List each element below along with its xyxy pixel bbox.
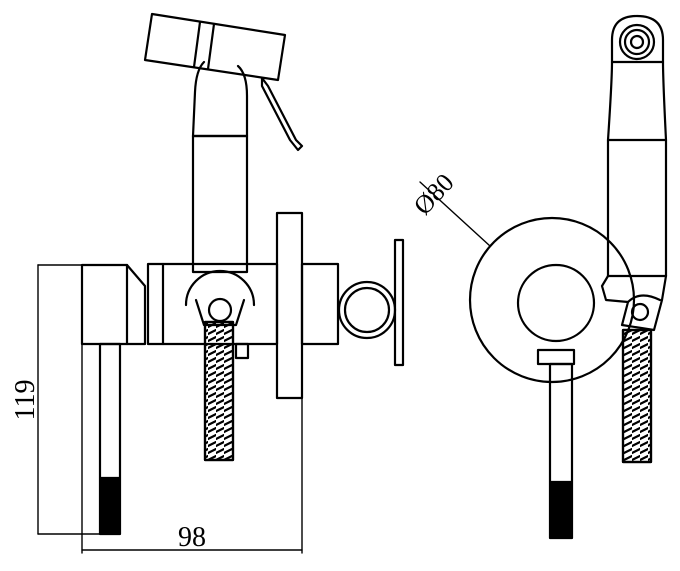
sprayer-handle: [191, 60, 249, 274]
front-lever: [536, 348, 576, 540]
nozzle: [618, 23, 656, 61]
width-dimension: [81, 343, 303, 554]
knob: [516, 263, 596, 343]
front-holder: [600, 274, 668, 332]
width-label: 98: [178, 522, 206, 553]
front-view: [419, 14, 668, 540]
side-ring: [337, 238, 405, 367]
diameter-leader: [419, 181, 491, 247]
front-sprayer-head: [610, 14, 665, 64]
hose: [203, 320, 250, 462]
height-dimension: [37, 264, 101, 535]
side-view: [37, 12, 405, 554]
diameter-label: Ø80: [408, 168, 460, 221]
front-hose: [621, 328, 653, 464]
wall-plate: [275, 211, 340, 400]
rosette: [468, 216, 636, 384]
sprayer-head: [143, 12, 304, 152]
front-handle: [606, 60, 668, 278]
height-label: 119: [10, 380, 41, 421]
lever-grip-hatch: [99, 476, 121, 535]
front-lever-hatch: [549, 480, 573, 539]
lever-handle: [80, 263, 147, 536]
